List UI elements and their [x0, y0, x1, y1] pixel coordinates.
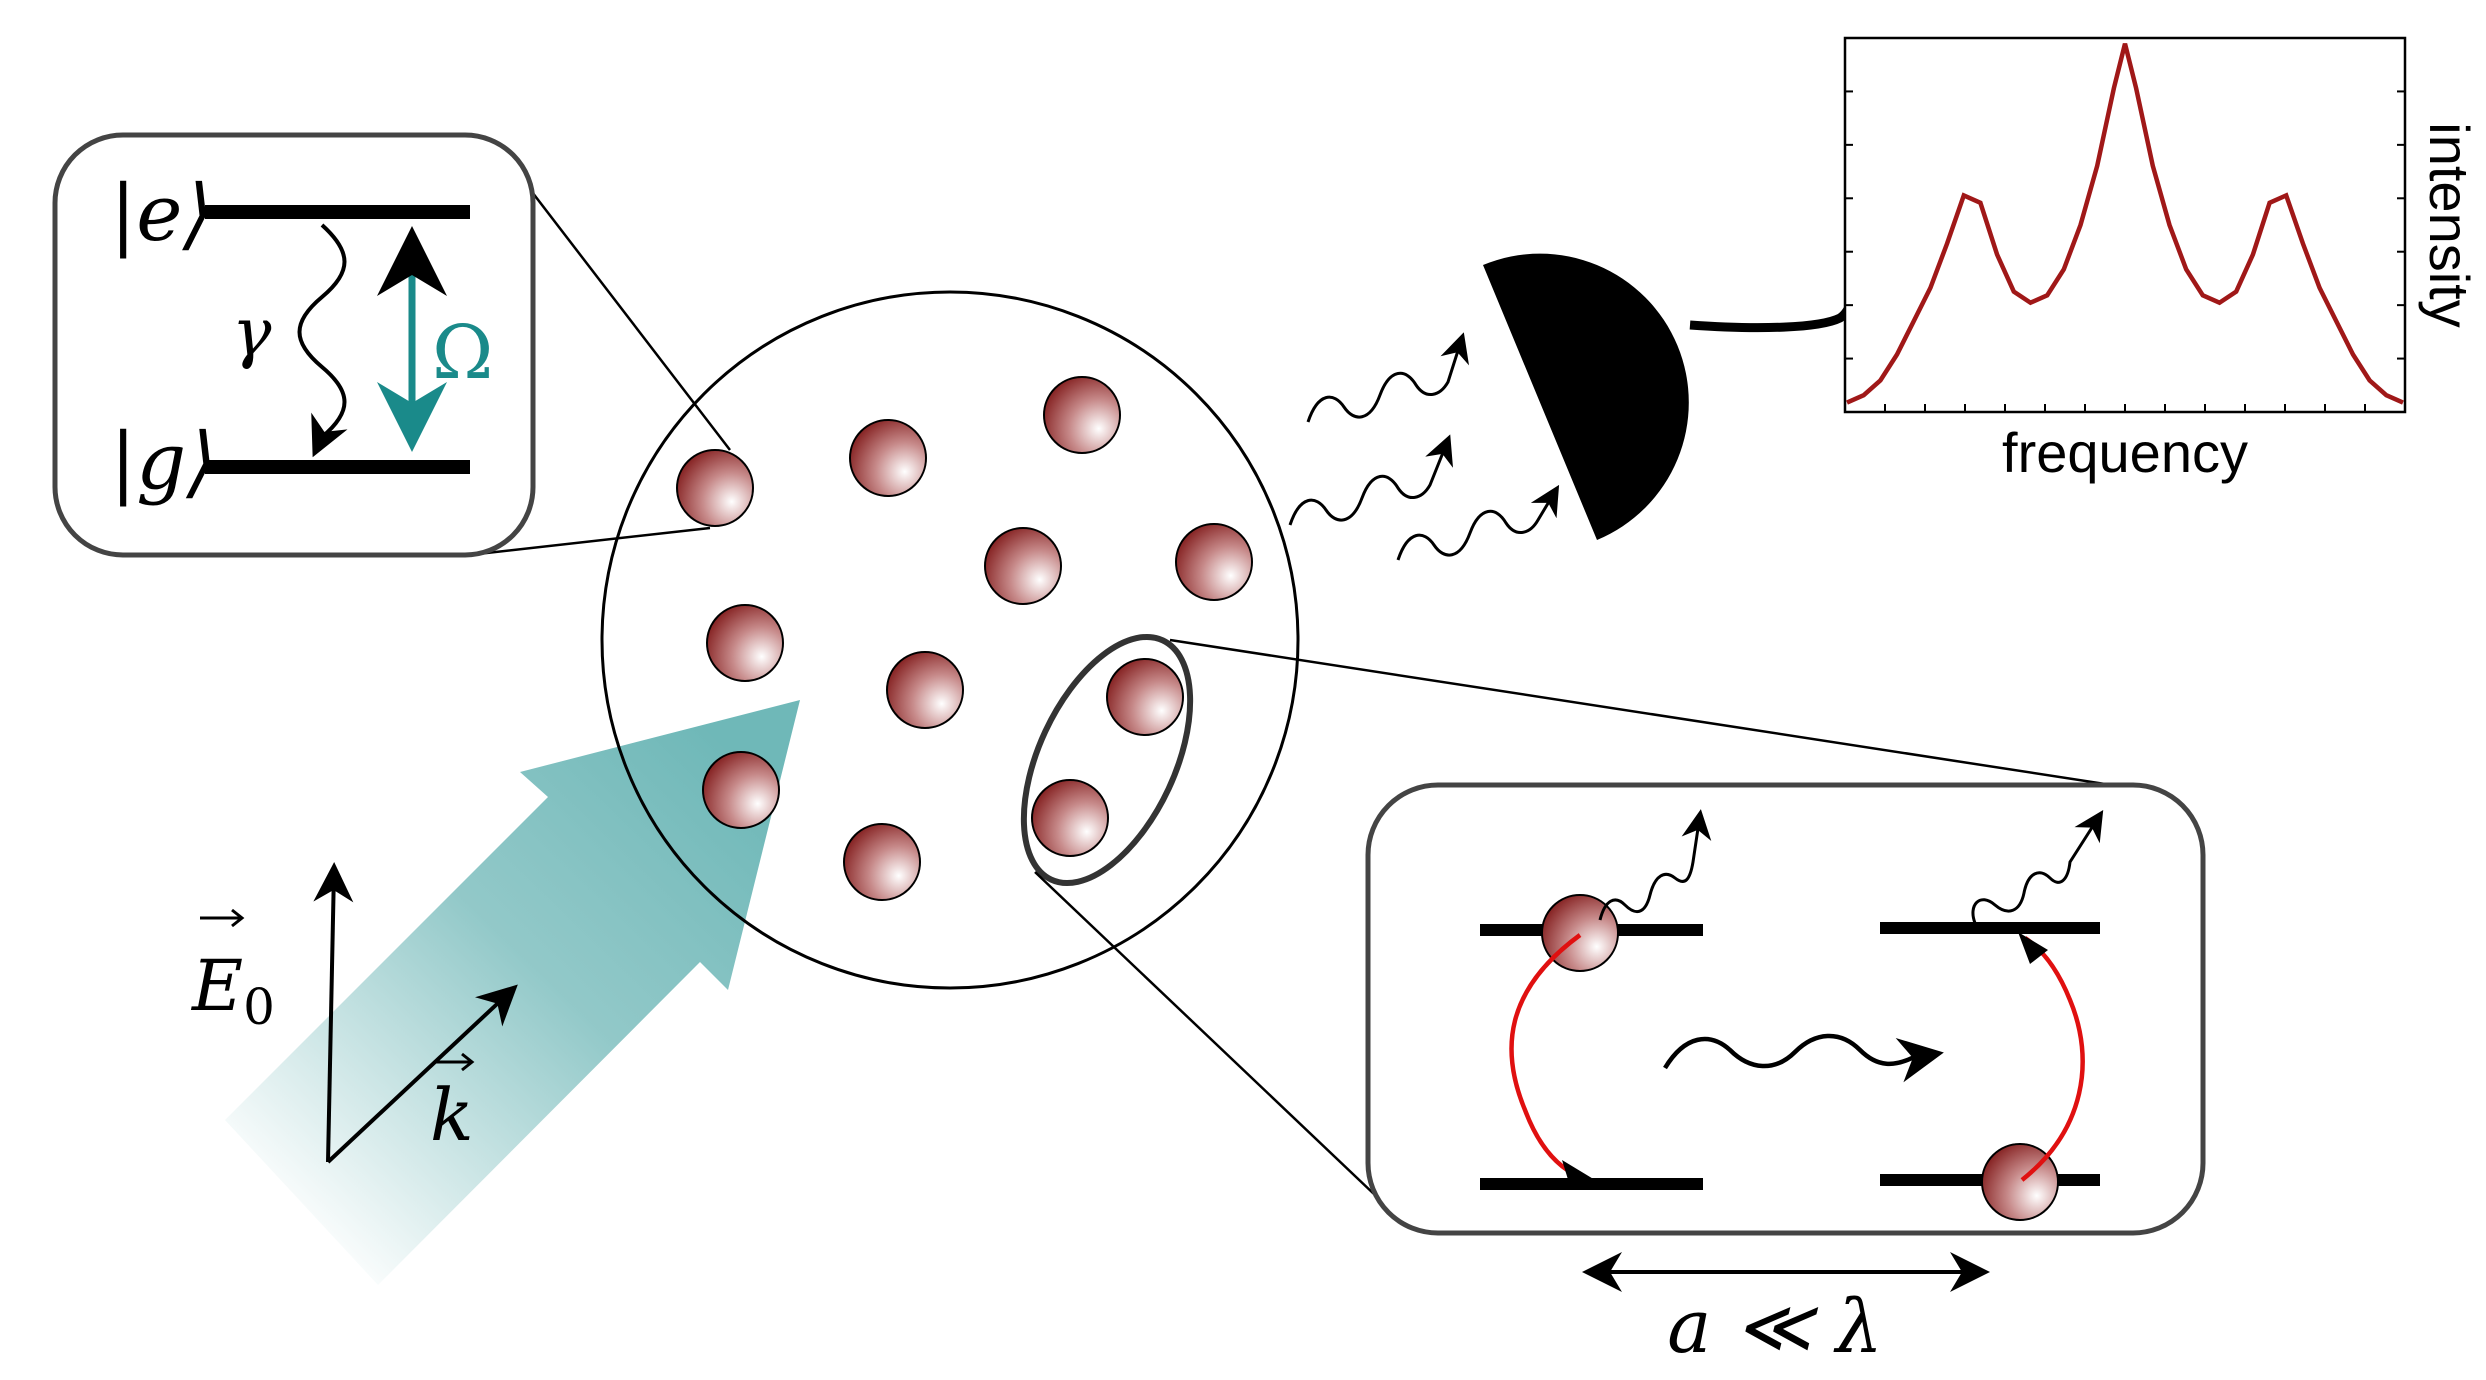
atom [706, 604, 784, 682]
atom [1031, 779, 1109, 857]
atom [702, 751, 780, 829]
atom [1175, 523, 1253, 601]
spectrum-plot: frequency intensity [1843, 36, 2481, 484]
level-scheme-inset: |e⟩ |g⟩ γ Ω [52, 132, 536, 558]
detector-cable [1689, 271, 1863, 333]
atom [984, 527, 1062, 605]
photon-wave [1306, 332, 1470, 423]
detector [1483, 253, 1863, 540]
exchanged-photon [1663, 1033, 1944, 1083]
atom2-excitation-arrow [2020, 936, 2085, 1182]
atom-cloud [600, 290, 1300, 990]
atom1-emitted-photon [1598, 809, 1712, 921]
atom [1106, 658, 1184, 736]
polarization-vector-mark [200, 908, 245, 928]
atom-pair-highlight [1020, 633, 1194, 887]
field-vectors: E0 k [190, 862, 518, 1164]
separation-condition-label: a ≪ λ [1667, 1284, 1883, 1370]
atom [849, 419, 927, 497]
polarization-label: E0 [190, 945, 275, 1036]
ground-state-label: |g⟩ [110, 417, 217, 507]
photon-wave [1396, 484, 1560, 561]
y-axis-label: intensity [2418, 122, 2481, 327]
atom1-decay-arrow [1509, 933, 1589, 1183]
wavevector-vector-mark [436, 1052, 475, 1072]
zoom-line [1169, 638, 2145, 792]
decay-rate-label: γ [232, 294, 272, 371]
detector-dish [1483, 253, 1689, 540]
wavevector-label: k [430, 1073, 474, 1157]
atom2-excitation-arrowhead [2018, 932, 2048, 964]
atom [843, 823, 921, 901]
atom1-decay-arrowhead [1562, 1160, 1600, 1186]
rabi-frequency-label: Ω [432, 310, 493, 396]
x-axis-label: frequency [2002, 421, 2248, 484]
plot-ticks [1845, 90, 2405, 412]
atom [886, 651, 964, 729]
zoom-line [459, 526, 711, 558]
atom [676, 449, 754, 527]
polarization-arrow [313, 862, 354, 1163]
atom [1043, 376, 1121, 454]
pair-inset [1365, 782, 2206, 1236]
spectrum-line [1846, 43, 2404, 405]
atom2-emitted-photon [1971, 809, 2104, 924]
decay-arrow [297, 223, 348, 458]
emitted-photons [1288, 332, 1560, 561]
zoom-line [1034, 871, 1376, 1196]
plot-frame [1843, 36, 2407, 414]
excited-state-label: |e⟩ [110, 169, 213, 259]
atoms [676, 376, 1253, 901]
photon-wave [1288, 434, 1454, 526]
wavevector-arrow [326, 984, 518, 1164]
